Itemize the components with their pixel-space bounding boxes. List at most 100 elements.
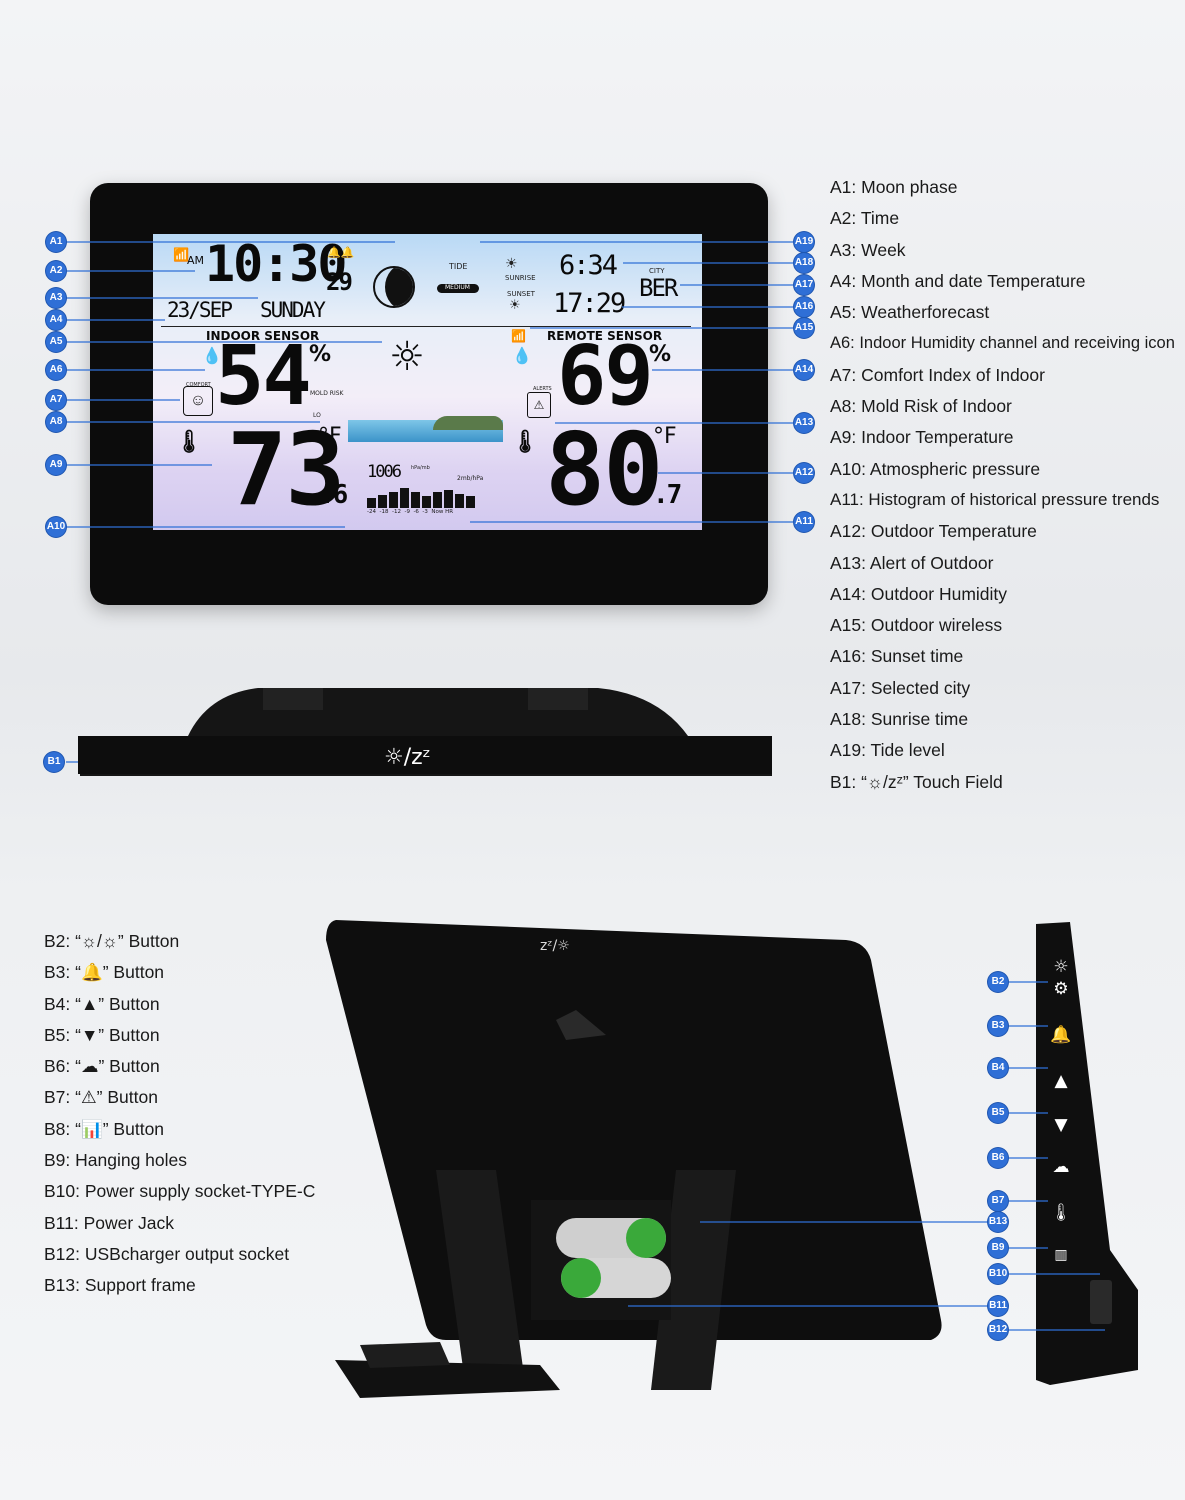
badge-a11: A11 xyxy=(794,512,814,532)
down-button[interactable]: ▼ xyxy=(1054,1115,1068,1135)
legend-a15: A15: Outdoor wireless xyxy=(830,615,1003,636)
mold-level: LO xyxy=(313,412,321,419)
badge-b2: B2 xyxy=(988,972,1008,992)
signal-icon: 📶 xyxy=(173,248,190,263)
wireless-icon: 📶 xyxy=(511,329,526,343)
legend-a18: A18: Sunrise time xyxy=(830,709,969,730)
hist-bar xyxy=(433,492,442,508)
badge-a4: A4 xyxy=(46,310,66,330)
back-top-label: zᶻ/☼ xyxy=(540,938,570,954)
badge-b7: B7 xyxy=(988,1191,1008,1211)
hist-bar xyxy=(455,494,464,508)
touch-field[interactable]: ☼/zᶻ xyxy=(384,745,431,770)
pressure-value: 1006 xyxy=(367,462,402,482)
landscape-island xyxy=(433,416,503,430)
legend-a8: A8: Mold Risk of Indoor xyxy=(830,396,1012,417)
badge-a8: A8 xyxy=(46,412,66,432)
comfort-label: COMFORT xyxy=(186,382,211,388)
alarm-icon: 🔔🔔 xyxy=(327,246,355,259)
hist-axis-labels: -24 -18 -12 -9 -6 -3 Now HR xyxy=(367,509,507,515)
badge-b6: B6 xyxy=(988,1148,1008,1168)
hist-label: -9 xyxy=(404,509,410,515)
indoor-unit: °F xyxy=(318,424,342,449)
comfort-icon: ☺ xyxy=(183,386,213,416)
badge-a7: A7 xyxy=(46,390,66,410)
legend-b9: B9: Hanging holes xyxy=(44,1150,188,1171)
weather-button[interactable]: ☁ xyxy=(1052,1157,1070,1177)
badge-a19: A19 xyxy=(794,232,814,252)
alarm-button[interactable]: 🔔 xyxy=(1050,1025,1072,1045)
badge-b1: B1 xyxy=(44,752,64,772)
alerts-label: ALERTS xyxy=(533,386,552,392)
indoor-humidity-icon: 💧 xyxy=(202,346,222,365)
pressure-unit: hPa/mb xyxy=(411,465,430,471)
city-display: BER xyxy=(639,274,678,302)
badge-a12: A12 xyxy=(794,463,814,483)
legend-a17: A17: Selected city xyxy=(830,677,971,698)
sunset-label: SUNSET xyxy=(507,290,535,298)
back-callout-lines xyxy=(628,981,1105,1331)
sunset-time: 17:29 xyxy=(553,288,626,319)
hist-bar xyxy=(367,498,376,508)
badge-a13: A13 xyxy=(794,413,814,433)
device-side-view xyxy=(1036,922,1138,1385)
legend-a9: A9: Indoor Temperature xyxy=(830,427,1014,448)
pressure-histogram xyxy=(367,486,487,508)
outdoor-unit: °F xyxy=(653,424,677,449)
mold-label: MOLD RISK xyxy=(310,390,344,397)
indoor-thermometer-icon: 🌡 xyxy=(175,430,203,455)
hist-label: -6 xyxy=(413,509,419,515)
alerts-icon: ⚠ xyxy=(527,392,551,418)
outdoor-thermometer-icon: 🌡 xyxy=(511,430,539,455)
outdoor-humidity-icon: 💧 xyxy=(512,346,532,365)
outdoor-temp-decimal: .7 xyxy=(653,480,682,510)
sun-light-button[interactable]: ☼ xyxy=(1053,957,1069,977)
hist-label: HR xyxy=(445,509,454,515)
hist-bar xyxy=(378,495,387,508)
legend-a4: A4: Month and date Temperature xyxy=(830,270,1086,291)
legend-b3: B3: “🔔” Button xyxy=(44,962,165,983)
badge-a9: A9 xyxy=(46,455,66,475)
lcd-screen: 📶 AM 10:30 29 🔔🔔 23/SEP SUNDAY TIDE MEDI… xyxy=(153,234,702,530)
legend-b11: B11: Power Jack xyxy=(44,1212,175,1233)
indoor-temp: 73 xyxy=(227,411,345,528)
histogram-button[interactable]: ▥ xyxy=(1054,1247,1068,1263)
weekday-display: SUNDAY xyxy=(260,298,326,322)
remote-sensor-label: REMOTE SENSOR xyxy=(547,329,663,343)
alert-button[interactable]: 🌡 xyxy=(1050,1203,1072,1223)
badge-a2: A2 xyxy=(46,261,66,281)
time-display: 10:30 xyxy=(205,235,348,293)
indoor-sensor-label: INDOOR SENSOR xyxy=(206,329,320,343)
legend-b10: B10: Power supply socket-TYPE-C xyxy=(44,1181,316,1202)
badge-b13: B13 xyxy=(988,1212,1008,1232)
legend-a12: A12: Outdoor Temperature xyxy=(830,521,1037,542)
legend-b2: B2: “☼/☼” Button xyxy=(44,931,180,951)
legend-a16: A16: Sunset time xyxy=(830,646,964,667)
badge-a5: A5 xyxy=(46,332,66,352)
up-button[interactable]: ▲ xyxy=(1054,1071,1068,1091)
sun-forecast-icon: ☼ xyxy=(389,334,425,380)
badge-a3: A3 xyxy=(46,288,66,308)
legend-b8: B8: “📊” Button xyxy=(44,1118,165,1139)
legend-a5: A5: Weatherforecast xyxy=(830,302,990,323)
hist-bar xyxy=(466,496,475,508)
hist-label: -12 xyxy=(391,509,401,515)
pressure-scale: 2mb/hPa xyxy=(457,475,484,482)
sunset-icon: ☀ xyxy=(509,298,521,313)
badge-b3: B3 xyxy=(988,1016,1008,1036)
legend-a19: A19: Tide level xyxy=(830,740,945,761)
badge-a6: A6 xyxy=(46,360,66,380)
legend-b6: B6: “☁” Button xyxy=(44,1056,160,1077)
badge-a16: A16 xyxy=(794,297,814,317)
legend-b7: B7: “⚠” Button xyxy=(44,1087,158,1108)
date-display: 23/SEP xyxy=(167,298,233,322)
badge-a15: A15 xyxy=(794,318,814,338)
legend-a2: A2: Time xyxy=(830,208,900,229)
badge-b4: B4 xyxy=(988,1058,1008,1078)
hist-bar xyxy=(389,492,398,508)
front-callout-lines xyxy=(66,241,793,763)
badge-a14: A14 xyxy=(794,360,814,380)
badge-b11: B11 xyxy=(988,1296,1008,1316)
tide-label: TIDE xyxy=(449,262,468,271)
legend-a10: A10: Atmospheric pressure xyxy=(830,458,1041,479)
